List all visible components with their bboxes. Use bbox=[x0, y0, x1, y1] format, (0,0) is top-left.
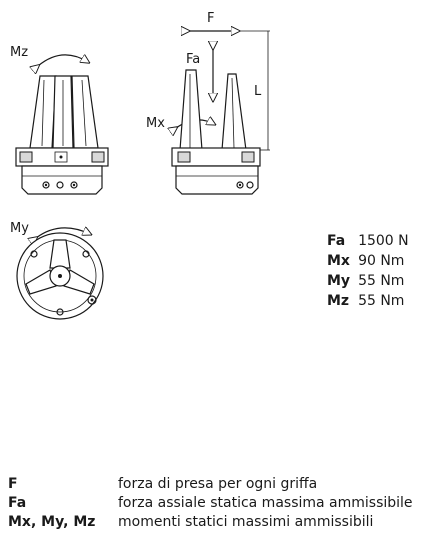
f-label: F bbox=[207, 11, 214, 26]
spec-row: Mx 90 Nm bbox=[327, 252, 409, 272]
legend-row: Mx, My, Mz momenti statici massimi ammis… bbox=[8, 513, 413, 532]
fa-label: Fa bbox=[186, 52, 200, 67]
top-view-gripper: My bbox=[10, 221, 104, 320]
spec-value: 55 Nm bbox=[358, 293, 405, 309]
spec-key: My bbox=[327, 273, 351, 289]
spec-value: 1500 N bbox=[358, 233, 409, 249]
spec-row: My 55 Nm bbox=[327, 272, 409, 292]
spec-value: 55 Nm bbox=[358, 273, 405, 289]
spec-row: Fa 1500 N bbox=[327, 232, 409, 252]
legend-key: Mx, My, Mz bbox=[8, 514, 96, 530]
legend-row: F forza di presa per ogni griffa bbox=[8, 475, 413, 494]
front-view-gripper: Mz bbox=[10, 45, 109, 195]
mz-arrow bbox=[38, 55, 88, 66]
l-label: L bbox=[254, 84, 262, 99]
spec-key: Mz bbox=[327, 293, 350, 309]
spec-key: Mx bbox=[327, 253, 350, 269]
spec-table: Fa 1500 N Mx 90 Nm My 55 Nm Mz 55 Nm bbox=[327, 232, 409, 312]
mz-label: Mz bbox=[10, 45, 28, 60]
spec-row: Mz 55 Nm bbox=[327, 292, 409, 312]
legend-row: Fa forza assiale statica massima ammissi… bbox=[8, 494, 413, 513]
my-label: My bbox=[10, 221, 29, 236]
legend-key: F bbox=[8, 476, 18, 492]
spec-key: Fa bbox=[327, 233, 346, 249]
legend-desc: forza di presa per ogni griffa bbox=[118, 476, 318, 492]
mx-label: Mx bbox=[146, 116, 165, 131]
side-view-gripper: F Fa L Mx bbox=[146, 11, 270, 195]
spec-value: 90 Nm bbox=[358, 253, 405, 269]
legend-desc: momenti statici massimi ammissibili bbox=[118, 514, 374, 530]
legend-table: F forza di presa per ogni griffa Fa forz… bbox=[8, 475, 413, 532]
my-arrow bbox=[36, 228, 90, 238]
legend-key: Fa bbox=[8, 495, 27, 511]
legend-desc: forza assiale statica massima ammissibil… bbox=[118, 495, 413, 511]
